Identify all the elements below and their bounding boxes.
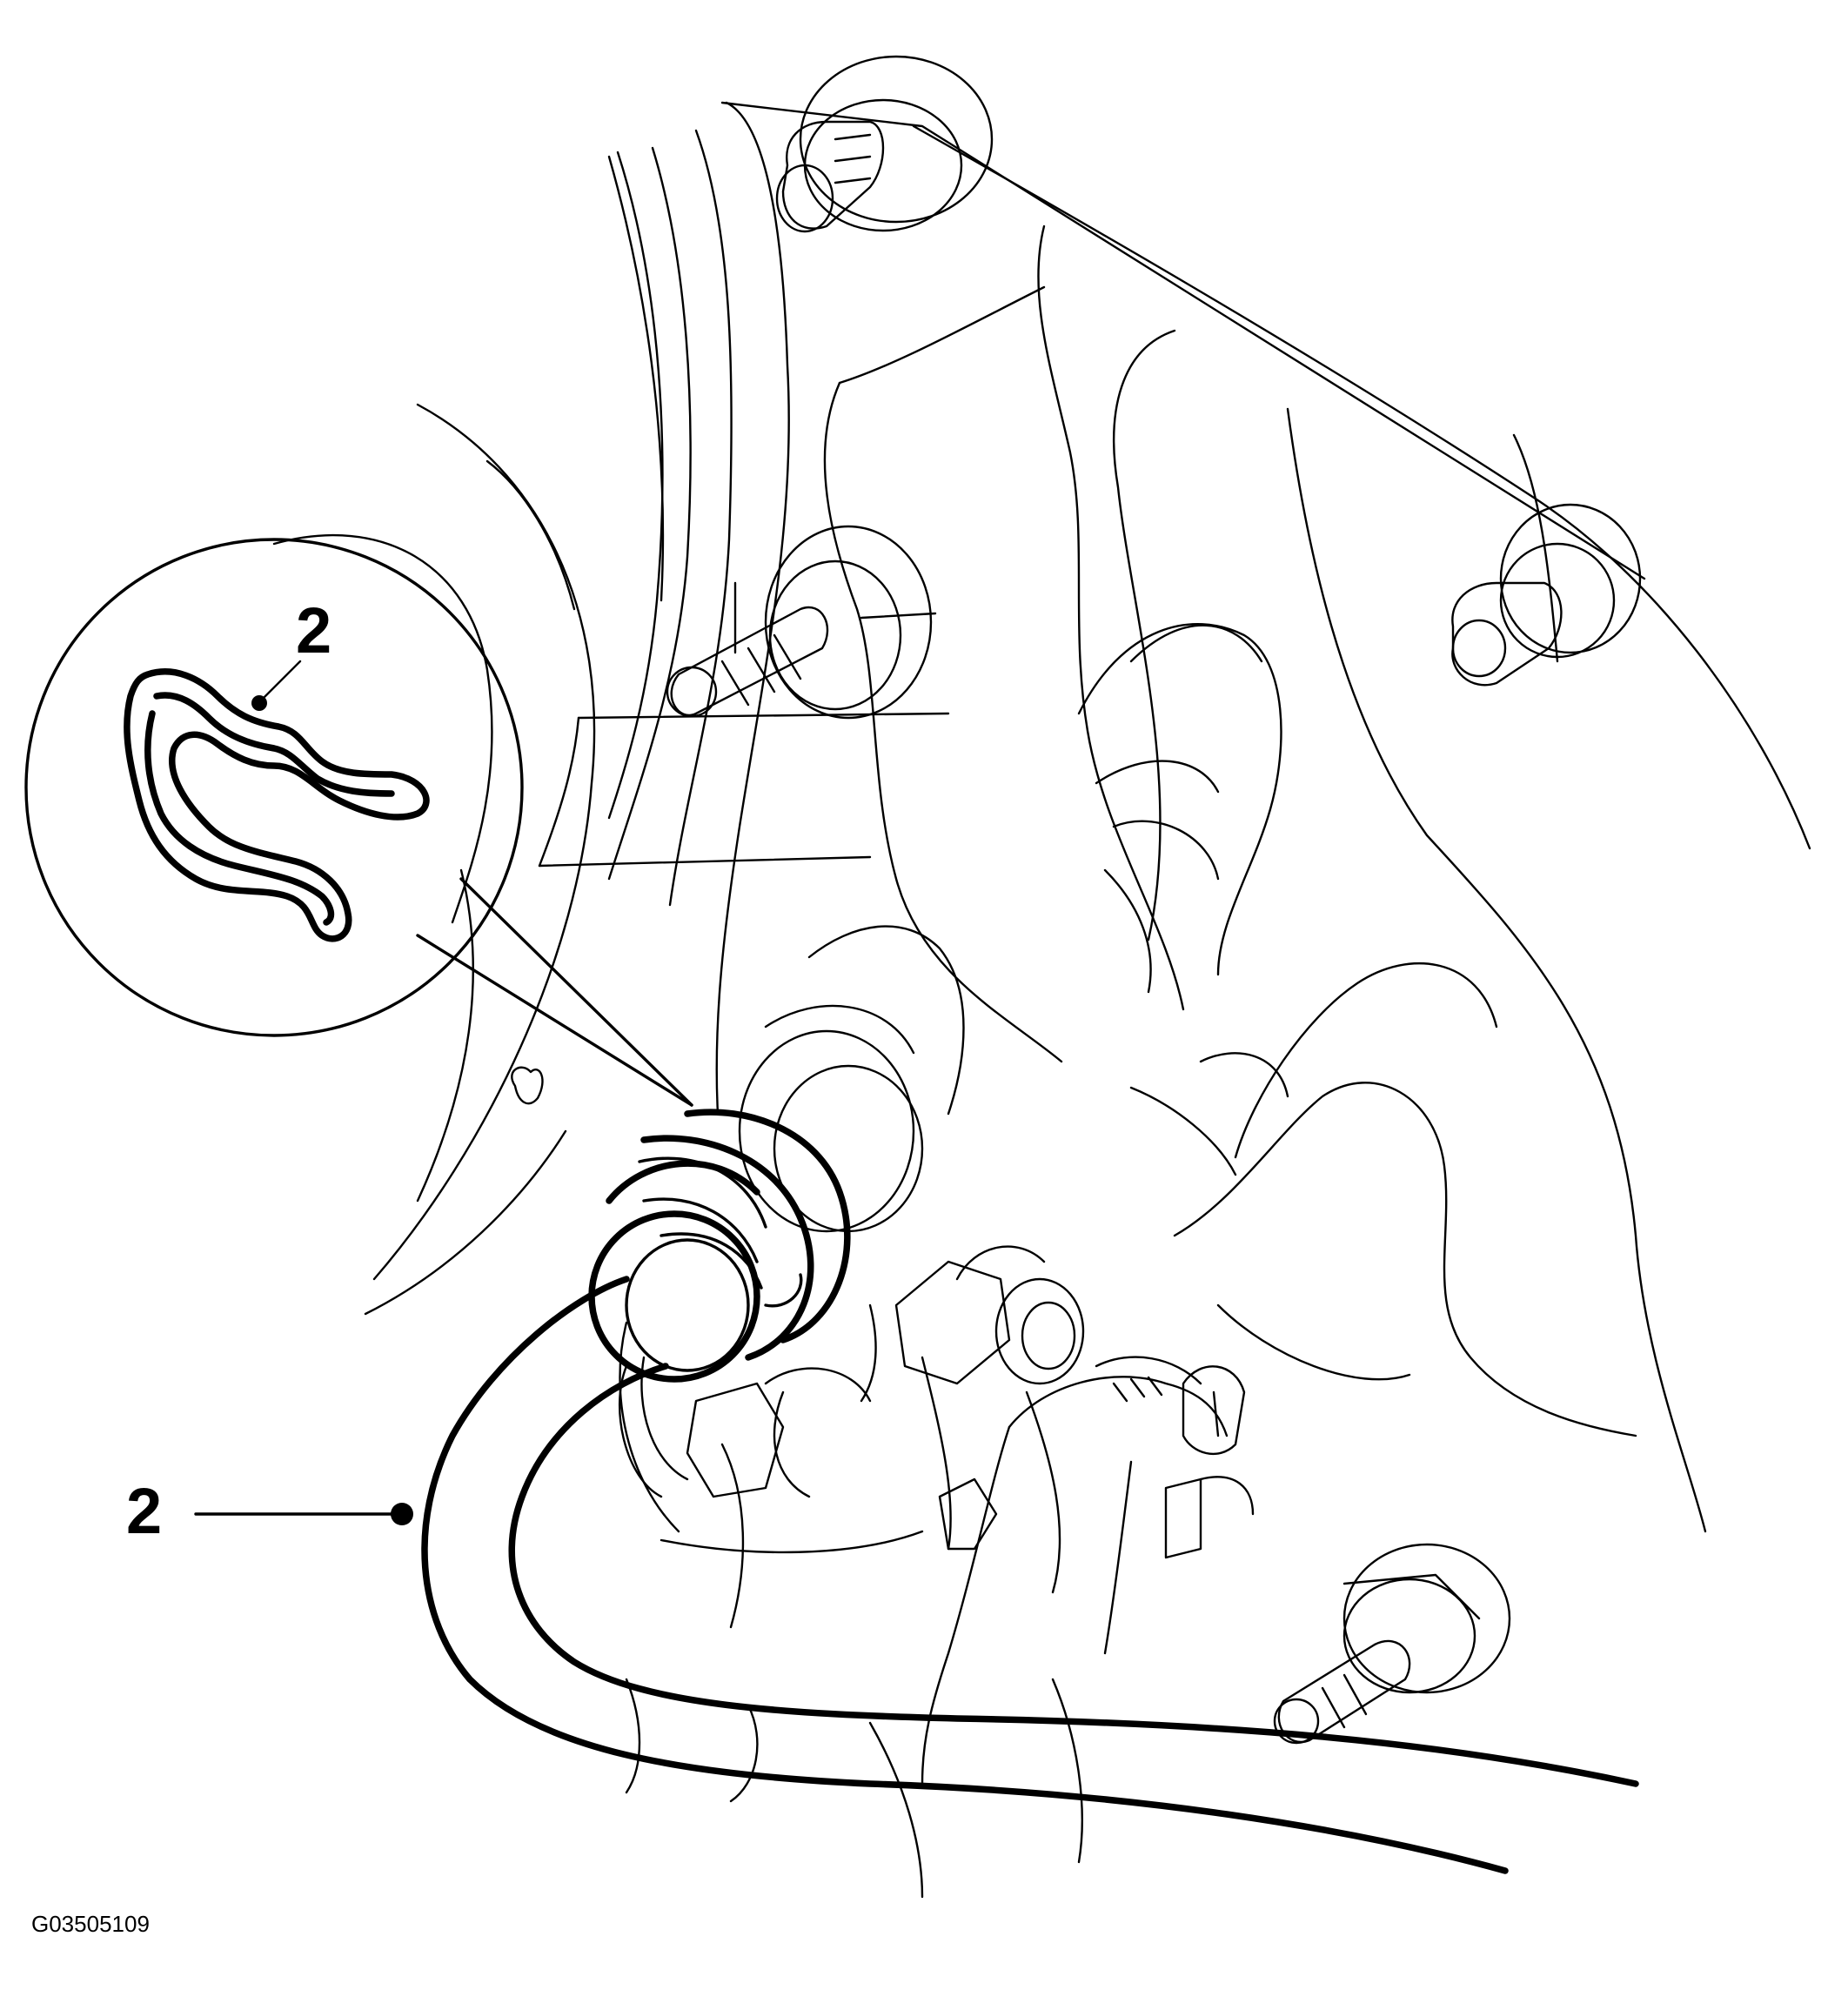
main-callout-label: 2 <box>126 1475 163 1547</box>
housing-outline <box>364 101 1811 1899</box>
main-leader-dot <box>391 1503 413 1525</box>
detail-leader-dot <box>251 695 267 711</box>
brake-line-fittings <box>618 1029 1255 1786</box>
main-callout-leader <box>194 1503 413 1525</box>
bolt-top-left <box>775 55 994 233</box>
bolt-mid-left <box>666 525 937 720</box>
detail-inset <box>24 533 693 1107</box>
sensor-wire-highlight <box>421 1109 1639 1874</box>
figure-id: G03505109 <box>31 1911 150 1937</box>
bolt-bottom-right <box>1273 1543 1511 1745</box>
bolt-top-right <box>1451 503 1642 687</box>
detail-callout-label: 2 <box>296 594 332 667</box>
